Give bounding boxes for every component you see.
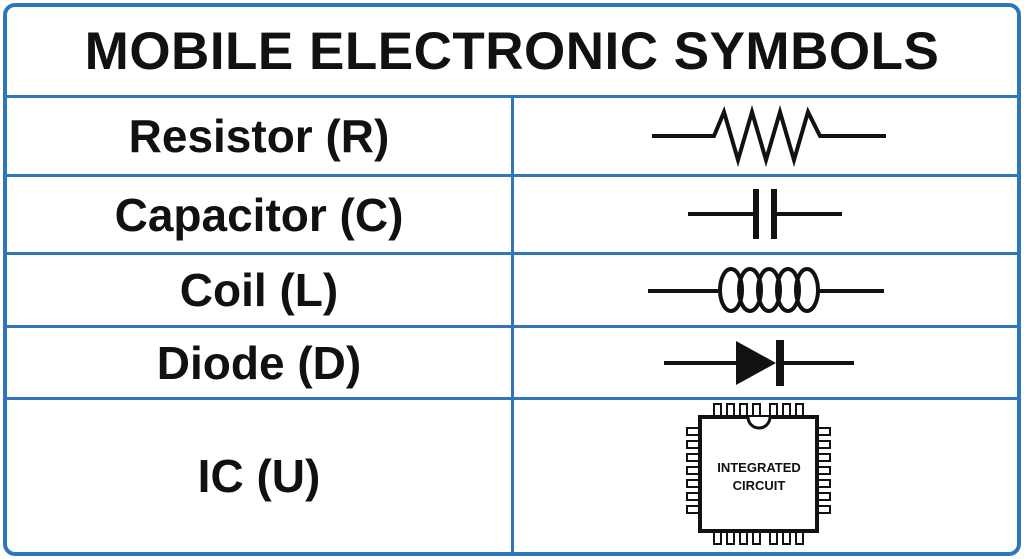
symbol-cell-coil: [514, 255, 1017, 325]
table-row-capacitor: Capacitor (C): [7, 177, 1017, 255]
table-row-coil: Coil (L): [7, 255, 1017, 328]
capacitor-icon: [688, 189, 842, 239]
table-row-ic: IC (U): [7, 400, 1017, 552]
row-label-resistor: Resistor (R): [128, 110, 390, 162]
resistor-icon: [652, 104, 886, 168]
symbols-table: MOBILE ELECTRONIC SYMBOLS Resistor (R) C…: [3, 3, 1021, 556]
row-label-ic: IC (U): [197, 450, 321, 502]
table-row-resistor: Resistor (R): [7, 98, 1017, 177]
row-label-capacitor: Capacitor (C): [114, 188, 404, 241]
page-title: MOBILE ELECTRONIC SYMBOLS: [7, 7, 1017, 98]
chip-text-line-2: CIRCUIT: [733, 478, 786, 493]
diode-icon: [664, 340, 854, 386]
symbol-cell-diode: [514, 328, 1017, 397]
symbol-cell-resistor: [514, 98, 1017, 174]
integrated-circuit-chip-icon: INTEGRATED CIRCUIT: [686, 403, 831, 545]
coil-inductor-icon: [648, 267, 884, 313]
row-label-diode: Diode (D): [156, 336, 362, 389]
row-label-coil: Coil (L): [179, 264, 339, 316]
table-row-diode: Diode (D): [7, 328, 1017, 400]
symbol-cell-capacitor: [514, 177, 1017, 252]
symbol-cell-ic: INTEGRATED CIRCUIT: [514, 400, 1017, 552]
chip-text-line-1: INTEGRATED: [717, 460, 801, 475]
column-divider: [511, 95, 514, 552]
